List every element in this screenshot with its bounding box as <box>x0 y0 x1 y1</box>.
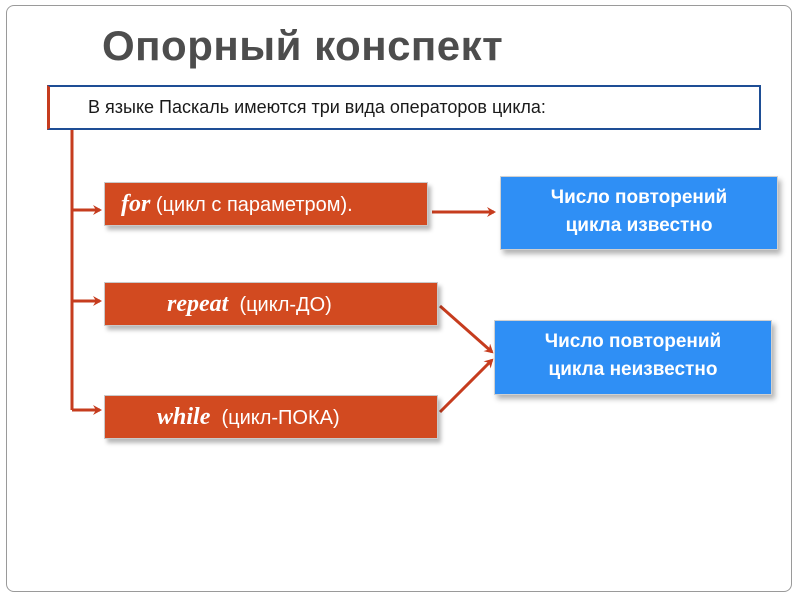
result-known-line2: цикла известно <box>565 215 713 236</box>
loop-desc-for: (цикл с параметром). <box>155 194 353 216</box>
loop-box-repeat: repeat (цикл-ДО) <box>104 282 438 326</box>
page-title: Опорный конспект <box>102 22 504 69</box>
while-to-unknown-arrow <box>438 358 494 414</box>
loop-box-while: while (цикл-ПОКА) <box>104 395 438 439</box>
loop-keyword-while: while <box>157 404 211 430</box>
intro-text: В языке Паскаль имеются три вида операто… <box>88 97 546 117</box>
loop-desc-while: (цикл-ПОКА) <box>221 407 340 429</box>
loop-keyword-for: for <box>121 191 151 217</box>
loop-keyword-repeat: repeat <box>167 291 229 317</box>
result-known-line1: Число повторений <box>550 187 728 208</box>
result-unknown-line2: цикла неизвестно <box>548 359 718 380</box>
result-box-unknown: Число повторений цикла неизвестно <box>494 320 772 395</box>
repeat-to-unknown-arrow <box>439 304 494 354</box>
loop-box-for: for (цикл с параметром). <box>104 182 428 226</box>
intro-box: В языке Паскаль имеются три вида операто… <box>47 85 761 130</box>
result-unknown-line1: Число повторений <box>544 331 722 352</box>
loop-desc-repeat: (цикл-ДО) <box>239 294 332 316</box>
result-box-known: Число повторений цикла известно <box>500 176 778 250</box>
